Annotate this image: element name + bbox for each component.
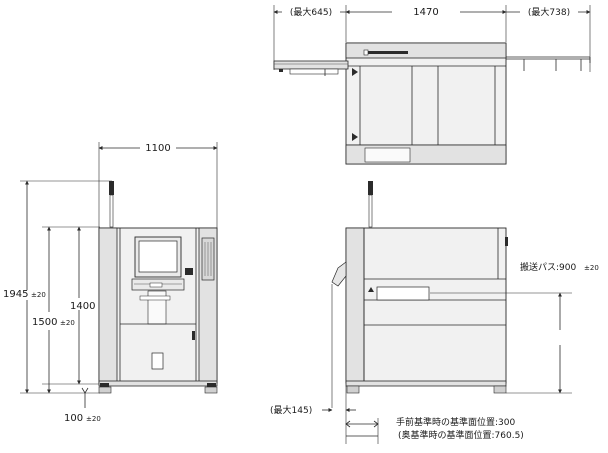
front-foot-height-tol: ±20 [86, 415, 101, 423]
front-overall-height-tol: ±20 [31, 291, 46, 299]
front-overall-height-label: 1945 [3, 289, 28, 300]
side-view: 搬送パス:900 ±20 (最大145) 手前基準時の基準面位置:300 (奥基… [270, 181, 599, 444]
top-view: (最大645) 1470 (最大738) [273, 5, 591, 165]
ref-front-label: 手前基準時の基準面位置:300 [396, 416, 515, 428]
front-body-height-label: 1400 [70, 301, 95, 312]
side-main-body [345, 227, 507, 384]
top-right-extension-label: (最大738) [528, 6, 570, 18]
top-left-extension-label: (最大645) [290, 6, 332, 18]
top-width-label: 1470 [413, 7, 438, 18]
front-view: 1100 1945 ±20 1500 ±20 1400 100 ±20 [3, 141, 218, 424]
front-mid-height-label: 1500 [32, 317, 57, 328]
front-mid-height-tol: ±20 [60, 319, 75, 327]
pass-line-tol: ±20 [584, 264, 599, 272]
front-foot-height-label: 100 [64, 413, 83, 424]
front-max-label: (最大145) [270, 404, 312, 416]
front-width-label: 1100 [145, 143, 170, 154]
pass-line-label: 搬送パス:900 [520, 261, 576, 273]
top-main-body [345, 42, 507, 165]
ref-back-label: (奥基準時の基準面位置:760.5) [398, 429, 524, 441]
